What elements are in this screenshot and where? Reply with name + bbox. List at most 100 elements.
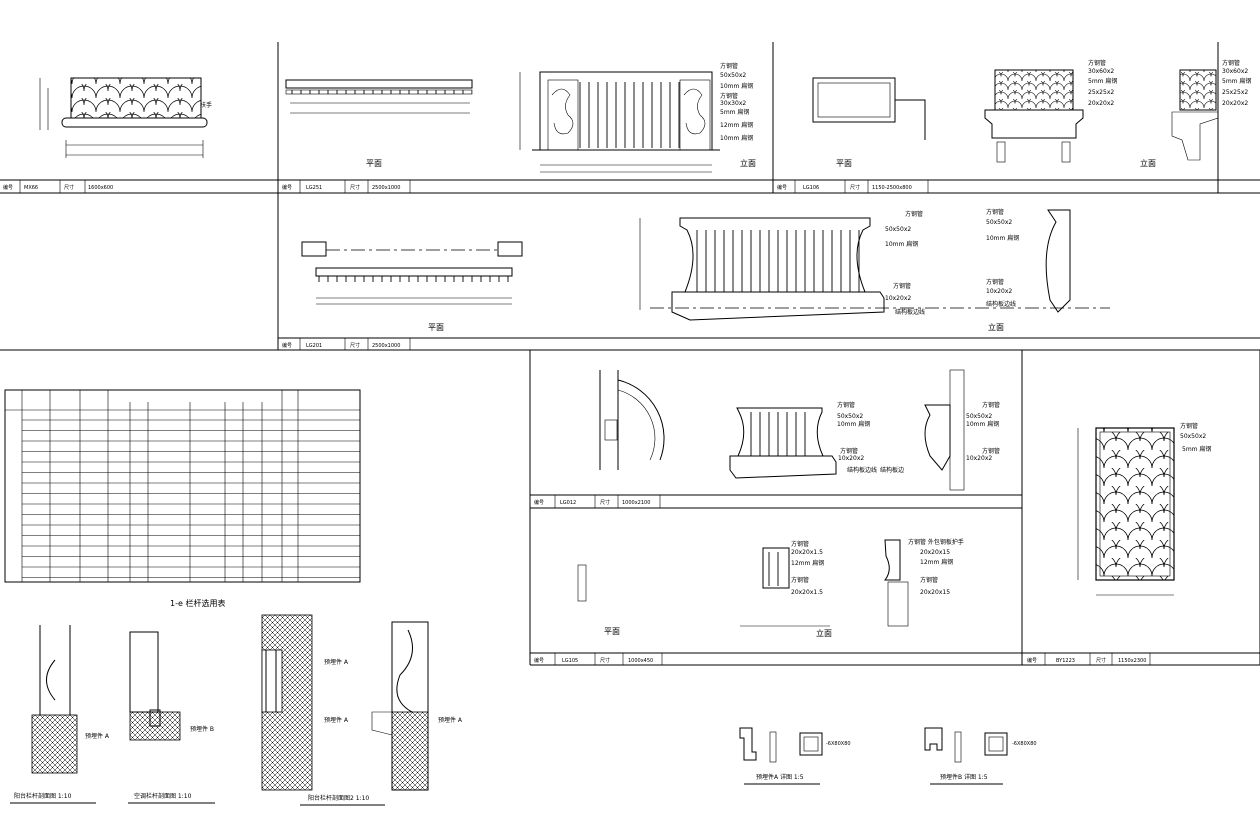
section-2: 预埋件 B 空调栏杆剖面图 1:10	[128, 631, 215, 804]
callout: 预埋件 A	[438, 716, 463, 724]
panel-3-elevation: 立面 方钢管 30x60x2 5mm 扁钢 25x25x2 20x20x2 方钢…	[984, 59, 1251, 168]
code-p5: LG012	[560, 500, 576, 506]
caption-elevation: 立面	[1140, 158, 1156, 168]
detail-a: -6X80X80 预埋件A 详图 1:5	[739, 727, 851, 785]
label-chicun: 尺寸	[350, 342, 360, 349]
label-bianhao: 编号	[282, 342, 292, 349]
callout: 结构板边线	[847, 466, 877, 474]
callout: 12mm 扁钢	[720, 121, 753, 129]
callout: 方钢管	[1180, 422, 1198, 430]
callout: 方钢管	[1088, 59, 1106, 67]
label-chicun: 尺寸	[850, 184, 860, 191]
callout: 结构板边	[880, 466, 904, 474]
callout: 20x20x2	[1088, 100, 1114, 107]
callout: 30x30x2	[720, 100, 746, 107]
title-block-p6: 编号 LG105 尺寸 1000x450	[534, 653, 663, 665]
title-block-p1: 编号 MX66 尺寸 1600x600	[3, 180, 113, 193]
callout: 25x25x2	[1222, 89, 1248, 96]
callout: 10mm 扁钢	[885, 240, 918, 248]
callout: 10x20x2	[986, 288, 1012, 295]
callout: 12mm 扁钢	[791, 559, 824, 567]
callout: 50x50x2	[986, 219, 1012, 226]
section-4: 预埋件 A	[371, 621, 463, 791]
caption-plan: 平面	[604, 627, 620, 636]
callout: 20x20x1.5	[791, 589, 823, 596]
caption-plan: 平面	[366, 159, 382, 168]
label-bianhao: 编号	[1027, 657, 1037, 664]
callout: 30x60x2	[1222, 68, 1248, 75]
section-title: 空调栏杆剖面图 1:10	[134, 792, 192, 800]
callout: 25x25x2	[1088, 89, 1114, 96]
panel-5-elevation: 方钢管 50x50x2 10mm 扁钢 方钢管 10x20x2 结构板边线 结构…	[729, 369, 1000, 491]
callout: 方钢管	[720, 62, 738, 70]
callout: -6X80X80	[1012, 741, 1037, 747]
callout: 方钢管	[986, 208, 1004, 216]
callout: 方钢管	[1222, 59, 1240, 67]
panel-6: 平面 立面 方钢管 20x20x1.5 12mm 扁钢 方钢管 20x20x1.…	[577, 538, 964, 638]
code-p4: LG201	[306, 343, 322, 349]
callout: 5mm 扁钢	[1182, 445, 1211, 453]
code-p6: LG105	[562, 658, 578, 664]
callout: 方钢管	[837, 401, 855, 409]
size-p6: 1000x450	[628, 658, 653, 664]
code-p7: BY1223	[1056, 658, 1075, 664]
panel-2-elevation: 立面 方钢管 50x50x2 10mm 扁钢 方钢管 30x30x2 5mm 扁…	[519, 62, 756, 173]
callout: 5mm 扁钢	[1088, 77, 1117, 85]
section-1: 预埋件 A 阳台栏杆剖面图 1:10	[10, 625, 110, 804]
callout: 10x20x2	[838, 455, 864, 462]
panel-2-plan: 平面	[285, 79, 473, 168]
panel-7: 方钢管 50x50x2 5mm 扁钢	[1077, 422, 1211, 596]
callout: 20x20x15	[920, 589, 950, 596]
callout: 50x50x2	[885, 226, 911, 233]
callout: 方钢管	[920, 576, 938, 584]
label-chicun: 尺寸	[600, 657, 610, 664]
panel-5-plan	[599, 370, 665, 470]
section-title: 阳台栏杆剖面图2 1:10	[308, 794, 369, 802]
callout: 方钢管	[986, 278, 1004, 286]
callout: 10x20x2	[885, 295, 911, 302]
size-p1: 1600x600	[88, 185, 113, 191]
title-block-p2: 编号 LG251 尺寸 2500x1000	[282, 180, 411, 193]
sheet-grid	[0, 42, 1260, 666]
callout: 50x50x2	[720, 72, 746, 79]
label-chicun: 尺寸	[1096, 657, 1106, 664]
callout: 方钢管	[840, 447, 858, 455]
selection-table: 1-e 栏杆选用表	[4, 389, 361, 608]
callout: 5mm 扁钢	[720, 108, 749, 116]
callout: -6X80X80	[826, 741, 851, 747]
callout: 结构板边线	[986, 300, 1016, 308]
callout: 方钢管	[893, 282, 911, 290]
callout: 5mm 扁钢	[1222, 77, 1251, 85]
title-block-p3: 编号 LG106 尺寸 1150-2500x800	[777, 180, 929, 193]
callout: 20x20x1.5	[791, 549, 823, 556]
caption-elevation: 立面	[988, 322, 1004, 332]
size-p5: 1000x2100	[622, 500, 650, 506]
size-p2: 2500x1000	[372, 185, 400, 191]
callout: 10mm 扁钢	[720, 134, 753, 142]
code-p3: LG106	[803, 185, 819, 191]
label-chicun: 尺寸	[600, 499, 610, 506]
callout: 30x60x2	[1088, 68, 1114, 75]
title-block-p4: 编号 LG201 尺寸 2500x1000	[282, 338, 411, 350]
size-p4: 2500x1000	[372, 343, 400, 349]
callout: 方钢管	[905, 210, 923, 218]
code-p1: MX66	[24, 185, 38, 191]
label-bianhao: 编号	[534, 657, 544, 664]
label-handrail: 扶手	[200, 101, 212, 109]
label-bianhao: 编号	[777, 184, 787, 191]
table-title: 1-e 栏杆选用表	[170, 598, 225, 608]
callout: 50x50x2	[1180, 433, 1206, 440]
callout: 10mm 扁钢	[966, 420, 999, 428]
detail-b: -6X80X80 预埋件B 详图 1:5	[924, 727, 1037, 785]
label-chicun: 尺寸	[350, 184, 360, 191]
callout: 12mm 扁钢	[920, 558, 953, 566]
section-3: 预埋件 A 预埋件 A 阳台栏杆剖面图2 1:10	[261, 614, 385, 806]
size-p7: 1150x2300	[1118, 658, 1146, 664]
size-p3: 1150-2500x800	[872, 185, 912, 191]
callout: 方钢管	[982, 401, 1000, 409]
callout: 预埋件 A	[85, 732, 110, 740]
code-p2: LG251	[306, 185, 322, 191]
panel-4-elevation: 立面 方钢管 50x50x2 10mm 扁钢 方钢管 10x20x2 结构板边线…	[639, 208, 1110, 332]
callout: 预埋件 A	[324, 716, 349, 724]
